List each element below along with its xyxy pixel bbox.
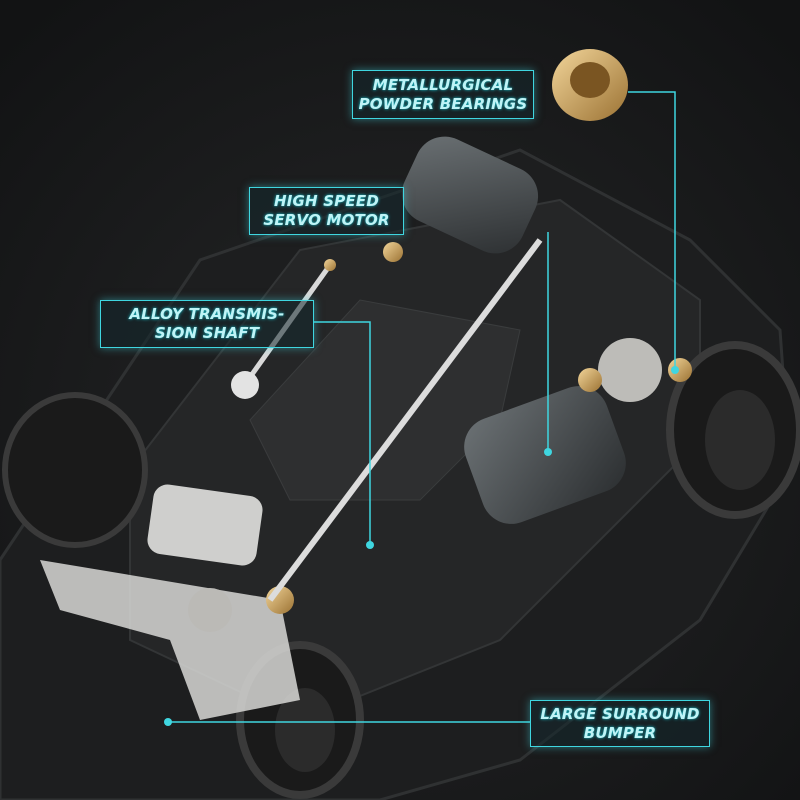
callout-text: SION SHAFT (154, 324, 260, 342)
callout-text: LARGE SURROUND (540, 704, 700, 723)
wheel-rear-right (666, 341, 800, 519)
callout-servo-motor: HIGH SPEED SERVO MOTOR (249, 187, 404, 235)
wheel-front-left (2, 392, 148, 548)
callout-dots (164, 366, 679, 726)
callout-text: METALLURGICAL (372, 75, 514, 94)
callout-text: POWDER BEARINGS (358, 94, 528, 113)
front-motor (147, 484, 263, 566)
front-gear (188, 588, 232, 632)
callout-bearings: METALLURGICAL POWDER BEARINGS (352, 70, 534, 119)
rear-gearbox (598, 338, 662, 402)
bearing-part (552, 49, 628, 121)
rear-motor (464, 386, 626, 524)
callout-text: HIGH SPEED (274, 192, 379, 210)
callout-text: BUMPER (583, 723, 657, 742)
drive-shaft (267, 238, 543, 602)
callout-text: SERVO MOTOR (263, 211, 390, 229)
callout-bumper: LARGE SURROUND BUMPER (530, 700, 710, 747)
servo-motor-part (383, 136, 539, 262)
callout-lines (168, 91, 676, 723)
callout-text: ALLOY TRANSMIS- (129, 305, 285, 323)
front-bumper-frame (40, 560, 300, 720)
callout-transmission-shaft: ALLOY TRANSMIS- SION SHAFT (100, 300, 314, 348)
